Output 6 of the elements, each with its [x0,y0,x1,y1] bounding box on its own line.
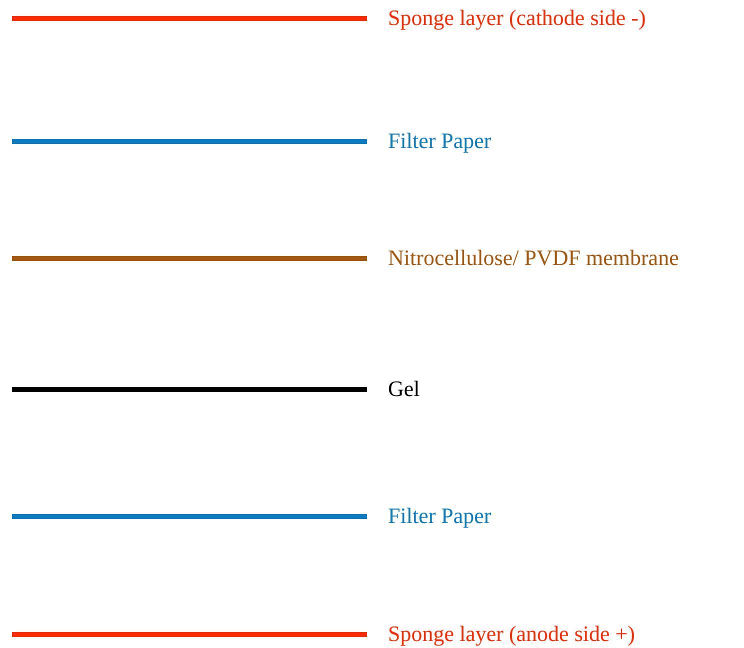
legend-label: Nitrocellulose/ PVDF membrane [388,245,679,271]
legend-label: Sponge layer (anode side +) [388,621,635,647]
legend-label: Gel [388,376,420,402]
legend-label: Filter Paper [388,128,492,154]
legend-label: Sponge layer (cathode side -) [388,5,646,31]
legend-label: Filter Paper [388,503,492,529]
